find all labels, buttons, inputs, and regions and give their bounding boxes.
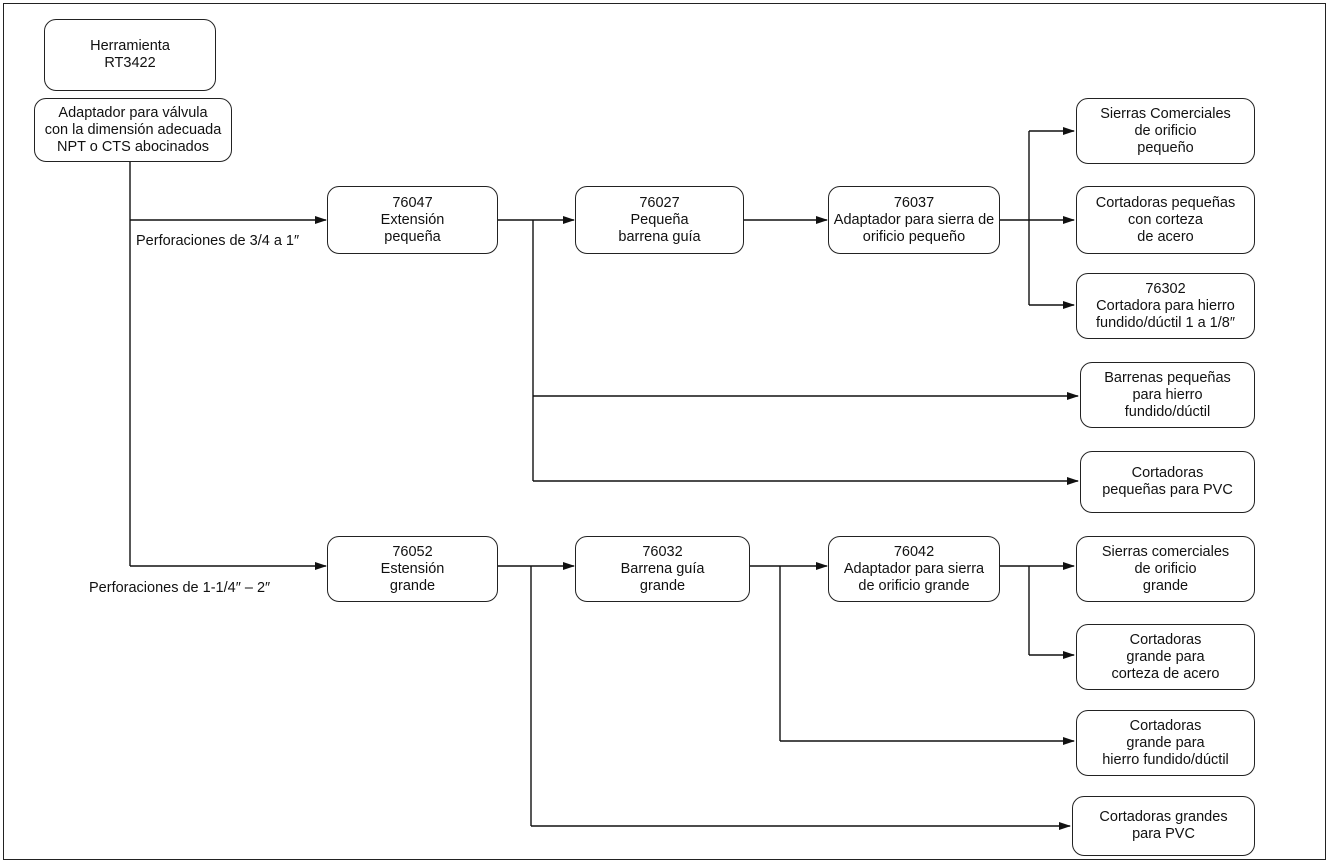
node-line: Cortadoras pequeñas	[1095, 194, 1236, 211]
label-perforaciones-pequena: Perforaciones de 3/4 a 1″	[136, 233, 300, 249]
node-line: Cortadoras	[1129, 631, 1202, 648]
node-line: grande	[639, 577, 686, 594]
node-line: Cortadoras grandes	[1099, 809, 1228, 825]
node-line: fundido/dúctil	[1124, 403, 1211, 420]
node-line: Pequeña	[630, 211, 689, 228]
node-line: NPT o CTS abocinados	[56, 138, 210, 155]
node-line: barrena guía	[618, 228, 701, 245]
node-adaptador-orificio-pequeno: 76037 Adaptador para sierra de orificio …	[828, 186, 1000, 254]
node-line: Sierras comerciales	[1101, 543, 1230, 560]
node-adaptador-valvula: Adaptador para válvula con la dimensión …	[34, 98, 232, 162]
node-extension-pequena: 76047 Extensión pequeña	[327, 186, 498, 254]
node-line: para hierro	[1132, 386, 1203, 403]
node-barrena-pequena: 76027 Pequeña barrena guía	[575, 186, 744, 254]
node-line: Adaptador para sierra de	[833, 211, 995, 228]
node-line: Sierras Comerciales	[1100, 105, 1231, 122]
label-perforaciones-grande: Perforaciones de 1-1/4″ – 2″	[89, 580, 271, 596]
node-line: corteza de acero	[1111, 665, 1220, 682]
node-line: con la dimensión adecuada	[44, 121, 222, 138]
node-line: Barrena guía	[620, 560, 705, 577]
node-line: 76027	[639, 194, 680, 211]
node-line: grande	[1142, 577, 1189, 594]
node-barrena-grande: 76032 Barrena guía grande	[575, 536, 750, 602]
node-line: 76042	[893, 543, 935, 560]
node-line: grande para	[1126, 734, 1205, 751]
node-extension-grande: 76052 Estensión grande	[327, 536, 498, 602]
node-line: de acero	[1137, 228, 1194, 245]
node-line: con corteza	[1128, 211, 1203, 228]
node-line: Adaptador para sierra	[843, 560, 985, 577]
node-cortadoras-pequenas-pvc: Cortadoras pequeñas para PVC	[1080, 451, 1255, 513]
node-line: de orificio	[1134, 122, 1197, 139]
node-line: Extensión	[380, 211, 445, 228]
node-line: Cortadoras	[1129, 717, 1202, 734]
node-line: Cortadoras	[1131, 465, 1204, 481]
node-cortadoras-grandes-pvc: Cortadoras grandes para PVC	[1072, 796, 1255, 856]
node-adaptador-orificio-grande: 76042 Adaptador para sierra de orificio …	[828, 536, 1000, 602]
node-line: pequeña	[384, 228, 441, 245]
node-herramienta: Herramienta RT3422	[44, 19, 216, 91]
node-line: hierro fundido/dúctil	[1102, 751, 1229, 768]
node-line: orificio pequeño	[862, 228, 966, 245]
node-cortadoras-pequenas-acero: Cortadoras pequeñas con corteza de acero	[1076, 186, 1255, 254]
node-cortadora-hierro: 76302 Cortadora para hierro fundido/dúct…	[1076, 273, 1255, 339]
node-line: fundido/dúctil 1 a 1/8″	[1096, 314, 1235, 331]
node-line: Estensión	[380, 560, 445, 577]
node-line: 76047	[392, 194, 433, 211]
node-cortadoras-grande-acero: Cortadoras grande para corteza de acero	[1076, 624, 1255, 690]
node-line: grande	[389, 577, 436, 594]
node-line: 76052	[392, 543, 433, 560]
node-line: 76302	[1145, 280, 1186, 297]
node-line: Cortadora para hierro	[1096, 297, 1235, 314]
node-line: 76037	[893, 194, 935, 211]
node-sierras-comerciales-pequeno: Sierras Comerciales de orificio pequeño	[1076, 98, 1255, 164]
node-line: RT3422	[104, 55, 156, 71]
node-sierras-comerciales-grande: Sierras comerciales de orificio grande	[1076, 536, 1255, 602]
node-barrenas-pequenas-hierro: Barrenas pequeñas para hierro fundido/dú…	[1080, 362, 1255, 428]
node-line: Barrenas pequeñas	[1104, 369, 1231, 386]
node-line: de orificio	[1134, 560, 1197, 577]
node-line: 76032	[642, 543, 683, 560]
node-line: para PVC	[1132, 826, 1195, 842]
node-line: pequeñas para PVC	[1102, 482, 1233, 498]
node-line: de orificio grande	[858, 577, 970, 594]
node-line: Adaptador para válvula	[58, 104, 208, 121]
diagram-frame	[3, 3, 1326, 860]
node-line: Herramienta	[90, 38, 170, 54]
node-line: pequeño	[1137, 139, 1194, 156]
node-line: grande para	[1126, 648, 1205, 665]
node-cortadoras-grande-hierro: Cortadoras grande para hierro fundido/dú…	[1076, 710, 1255, 776]
